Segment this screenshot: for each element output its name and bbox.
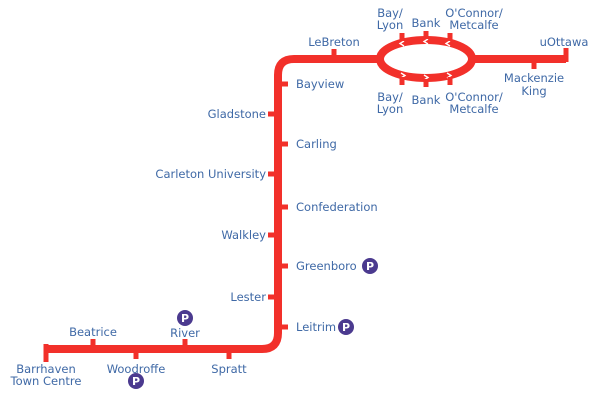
station-oconnor-top-line1[interactable]: O'Connor/ bbox=[445, 6, 503, 20]
station-greenboro[interactable]: Greenboro bbox=[296, 259, 357, 273]
svg-text:P: P bbox=[181, 312, 189, 325]
station-walkley[interactable]: Walkley bbox=[221, 228, 266, 242]
station-oconnor-top-line2[interactable]: Metcalfe bbox=[449, 18, 498, 32]
station-bay-lyon-bottom-line1[interactable]: Bay/ bbox=[377, 90, 403, 104]
station-river[interactable]: River bbox=[170, 326, 200, 340]
parking-icon-greenboro: P bbox=[362, 258, 378, 274]
station-bank-bottom[interactable]: Bank bbox=[412, 93, 441, 107]
downtown-loop bbox=[376, 36, 476, 82]
loop-direction-arrows bbox=[398, 38, 453, 81]
station-oconnor-bottom-line2[interactable]: Metcalfe bbox=[449, 102, 498, 116]
parking-icon-woodroffe: P bbox=[128, 373, 144, 389]
svg-text:P: P bbox=[132, 375, 140, 388]
station-bay-lyon-bottom-line2[interactable]: Lyon bbox=[377, 102, 403, 116]
station-confederation[interactable]: Confederation bbox=[296, 200, 378, 214]
station-mackenzie-king-line1[interactable]: Mackenzie bbox=[504, 71, 564, 85]
station-bay-lyon-top-line2[interactable]: Lyon bbox=[377, 18, 403, 32]
main-line bbox=[46, 55, 382, 353]
station-oconnor-bottom-line1[interactable]: O'Connor/ bbox=[445, 90, 503, 104]
station-leitrim[interactable]: Leitrim bbox=[296, 320, 336, 334]
station-uottawa[interactable]: uOttawa bbox=[540, 35, 589, 49]
station-barrhaven-line2[interactable]: Town Centre bbox=[10, 374, 82, 388]
station-lebreton[interactable]: LeBreton bbox=[308, 35, 360, 49]
station-beatrice[interactable]: Beatrice bbox=[69, 325, 117, 339]
station-bay-lyon-top-line1[interactable]: Bay/ bbox=[377, 6, 403, 20]
svg-text:P: P bbox=[366, 260, 374, 273]
station-lester[interactable]: Lester bbox=[230, 290, 266, 304]
parking-icon-leitrim: P bbox=[338, 319, 354, 335]
station-woodroffe[interactable]: Woodroffe bbox=[107, 362, 166, 376]
station-carling[interactable]: Carling bbox=[296, 137, 337, 151]
station-bayview[interactable]: Bayview bbox=[296, 77, 344, 91]
station-mackenzie-king-line2[interactable]: King bbox=[521, 84, 546, 98]
station-spratt[interactable]: Spratt bbox=[211, 362, 247, 376]
parking-icon-river: P bbox=[177, 310, 193, 326]
station-barrhaven-line1[interactable]: Barrhaven bbox=[16, 362, 76, 376]
station-ticks bbox=[90, 31, 537, 359]
station-bank-top[interactable]: Bank bbox=[412, 16, 441, 30]
station-carleton-university[interactable]: Carleton University bbox=[155, 167, 266, 181]
svg-text:P: P bbox=[342, 321, 350, 334]
station-gladstone[interactable]: Gladstone bbox=[208, 107, 266, 121]
